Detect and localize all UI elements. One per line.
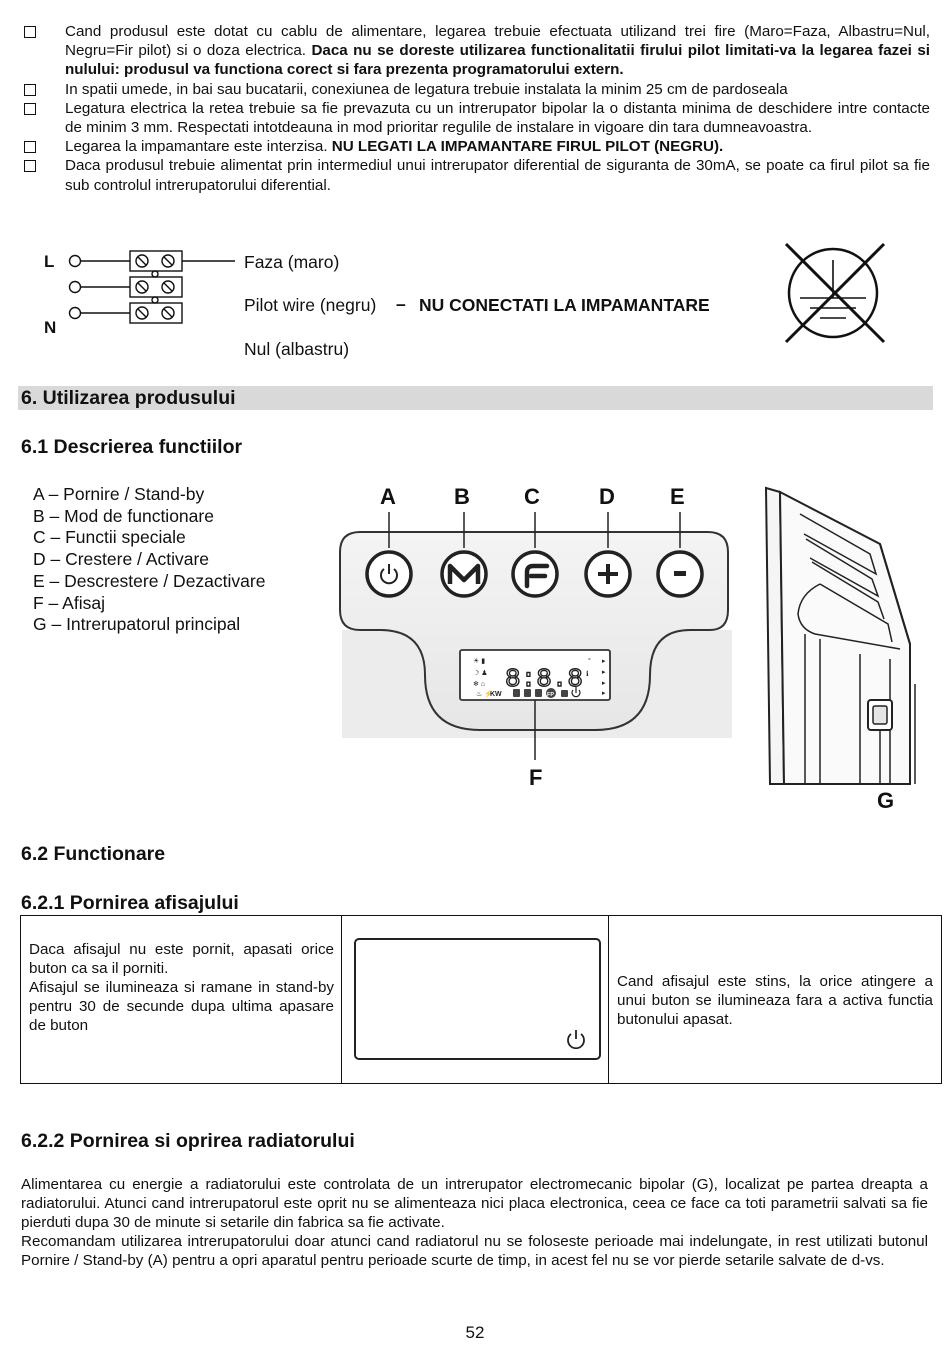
legend-item: F – Afisaj [33, 592, 105, 613]
bullet-item: Daca produsul trebuie alimentat prin int… [22, 156, 930, 194]
bullet-text: Legatura electrica la retea trebuie sa f… [65, 99, 930, 137]
svg-text:☀ ▮: ☀ ▮ [473, 657, 485, 665]
panel-letter-b: B [454, 484, 470, 509]
panel-letter-c: C [524, 484, 540, 509]
svg-text:ℹ: ℹ [586, 670, 589, 678]
bullet-item: In spatii umede, in bai sau bucatarii, c… [22, 80, 930, 99]
checkbox-bullet-icon [24, 102, 36, 115]
svg-text:FP: FP [547, 692, 554, 698]
svg-text:°: ° [588, 657, 591, 665]
table-cell-left: Daca afisajul nu este pornit, apasati or… [21, 916, 342, 1083]
svg-text:❄ ⌂: ❄ ⌂ [473, 680, 485, 688]
section-header-bar: 6. Utilizarea produsului [18, 386, 933, 410]
section-61-title: 6.1 Descrierea functiilor [21, 436, 243, 458]
display-table: Daca afisajul nu este pornit, apasati or… [20, 915, 942, 1084]
switch-letter-g: G [877, 788, 895, 813]
panel-letter-a: A [380, 484, 396, 509]
control-panel-illustration: ☀ ▮ ☽ ♟ ❄ ⌂ ♨ ⚡ ▸ ▸ ▸ ▸ ° ℹ 8:8.8 KW FP … [330, 480, 740, 800]
svg-text:☽ ♟: ☽ ♟ [473, 669, 488, 677]
wire-dash: – [396, 294, 406, 314]
bullet-text: Legarea la impamantare este interzisa. N… [65, 138, 724, 156]
legend-item: E – Descrestere / Dezactivare [33, 570, 266, 591]
display-screen [354, 938, 601, 1060]
function-legend: A – Pornire / Stand-by B – Mod de functi… [33, 484, 265, 636]
table-cell-middle [342, 916, 609, 1083]
checkbox-bullet-icon [24, 141, 36, 154]
checkbox-bullet-icon [24, 160, 36, 173]
wire-label-nul: Nul (albastru) [244, 339, 350, 359]
bullet-item: Legatura electrica la retea trebuie sa f… [22, 99, 930, 137]
section-621-title: 6.2.1 Pornirea afisajului [21, 892, 239, 914]
body-paragraph: Alimentarea cu energie a radiatorului es… [21, 1176, 928, 1269]
radiator-side-illustration [764, 486, 916, 785]
checkbox-bullet-icon [24, 83, 36, 96]
legend-item: B – Mod de functionare [33, 505, 214, 526]
control-panel-body: ☀ ▮ ☽ ♟ ❄ ⌂ ♨ ⚡ ▸ ▸ ▸ ▸ ° ℹ 8:8.8 KW FP [339, 512, 732, 760]
legend-item: C – Functii speciale [33, 527, 186, 548]
power-icon [567, 1030, 585, 1050]
label-N: N [44, 318, 57, 337]
table-cell-right: Cand afisajul este stins, la orice ating… [609, 916, 941, 1083]
panel-letter-d: D [599, 484, 615, 509]
section-622-title: 6.2.2 Pornirea si oprirea radiatorului [21, 1130, 355, 1152]
bullet-text: Cand produsul este dotat cu cablu de ali… [65, 23, 930, 79]
terminal-block-icon [68, 250, 235, 324]
bullet-text: In spatii umede, in bai sau bucatarii, c… [65, 80, 788, 98]
panel-letter-e: E [670, 484, 685, 509]
svg-text:▸: ▸ [602, 658, 606, 665]
wire-label-faza: Faza (maro) [244, 252, 340, 272]
table-left-text: Daca afisajul nu este pornit, apasati or… [29, 941, 334, 1034]
bullet-item: Cand produsul este dotat cu cablu de ali… [22, 22, 930, 80]
bullet-text: Daca produsul trebuie alimentat prin int… [65, 157, 930, 194]
no-ground-icon [784, 242, 886, 344]
page-number: 52 [465, 1323, 485, 1342]
bullet-item: Legarea la impamantare este interzisa. N… [22, 137, 930, 156]
wire-label-pilot: Pilot wire (negru) [244, 295, 377, 315]
label-L: L [44, 252, 55, 271]
svg-text:▸: ▸ [602, 690, 606, 697]
svg-text:▸: ▸ [602, 669, 606, 676]
legend-item: D – Crestere / Activare [33, 549, 210, 570]
svg-text:▸: ▸ [602, 680, 606, 687]
checkbox-bullet-icon [24, 26, 36, 38]
legend-item: G – Intrerupatorul principal [33, 614, 241, 635]
legend-item: A – Pornire / Stand-by [33, 484, 205, 504]
svg-text:♨ ⚡: ♨ ⚡ [476, 689, 493, 698]
section-62-title: 6.2 Functionare [21, 843, 166, 865]
table-right-text: Cand afisajul este stins, la orice ating… [617, 973, 933, 1028]
section-6-title: 6. Utilizarea produsului [21, 387, 236, 409]
instruction-list: Cand produsul este dotat cu cablu de ali… [22, 22, 930, 195]
ground-warning: NU CONECTATI LA IMPAMANTARE [419, 295, 710, 315]
display-letter-f: F [529, 765, 543, 790]
svg-text:KW: KW [490, 691, 502, 698]
